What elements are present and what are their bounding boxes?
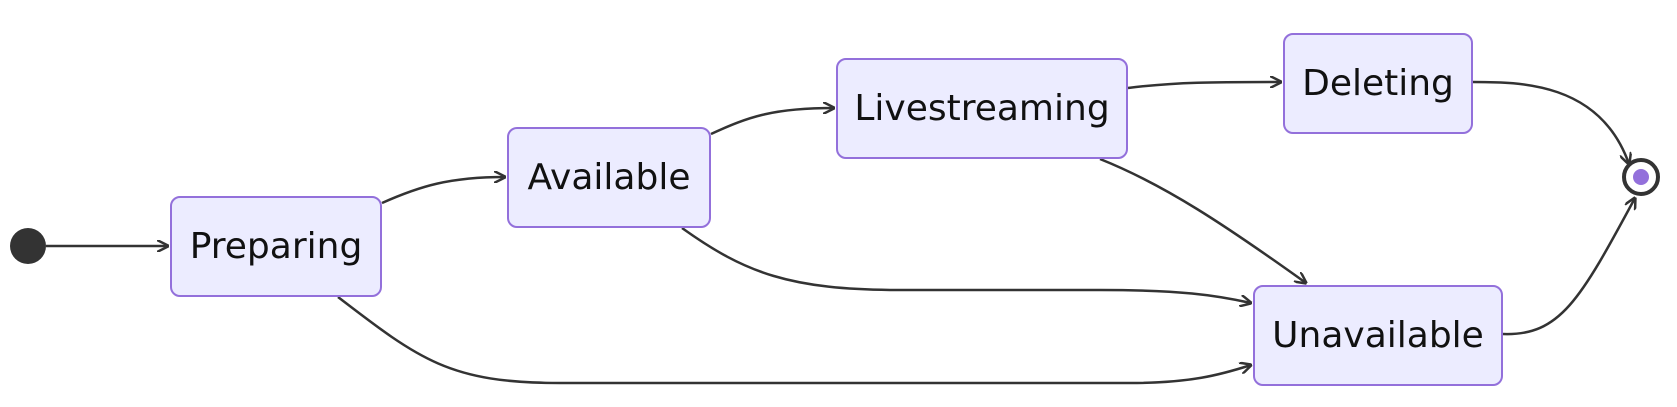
edge-available-unavailable xyxy=(681,226,1251,303)
state-deleting-label: Deleting xyxy=(1302,63,1454,104)
state-livestreaming-label: Livestreaming xyxy=(854,88,1110,129)
edge-livestreaming-unavailable xyxy=(1099,157,1306,283)
start-node xyxy=(10,228,46,264)
state-preparing-label: Preparing xyxy=(189,226,363,267)
edge-deleting-end xyxy=(1472,80,1629,164)
edge-preparing-available xyxy=(381,177,505,205)
state-preparing: Preparing xyxy=(170,196,382,297)
end-node xyxy=(1622,158,1660,196)
edge-livestreaming-deleting xyxy=(1127,82,1281,90)
state-livestreaming: Livestreaming xyxy=(836,58,1128,159)
state-available: Available xyxy=(507,127,711,228)
state-unavailable-label: Unavailable xyxy=(1272,315,1484,356)
state-available-label: Available xyxy=(527,157,691,198)
state-unavailable: Unavailable xyxy=(1253,285,1503,386)
edge-preparing-unavailable xyxy=(337,296,1251,385)
edge-available-livestreaming xyxy=(710,108,834,136)
edge-unavailable-end xyxy=(1502,198,1635,336)
state-deleting: Deleting xyxy=(1283,33,1473,134)
